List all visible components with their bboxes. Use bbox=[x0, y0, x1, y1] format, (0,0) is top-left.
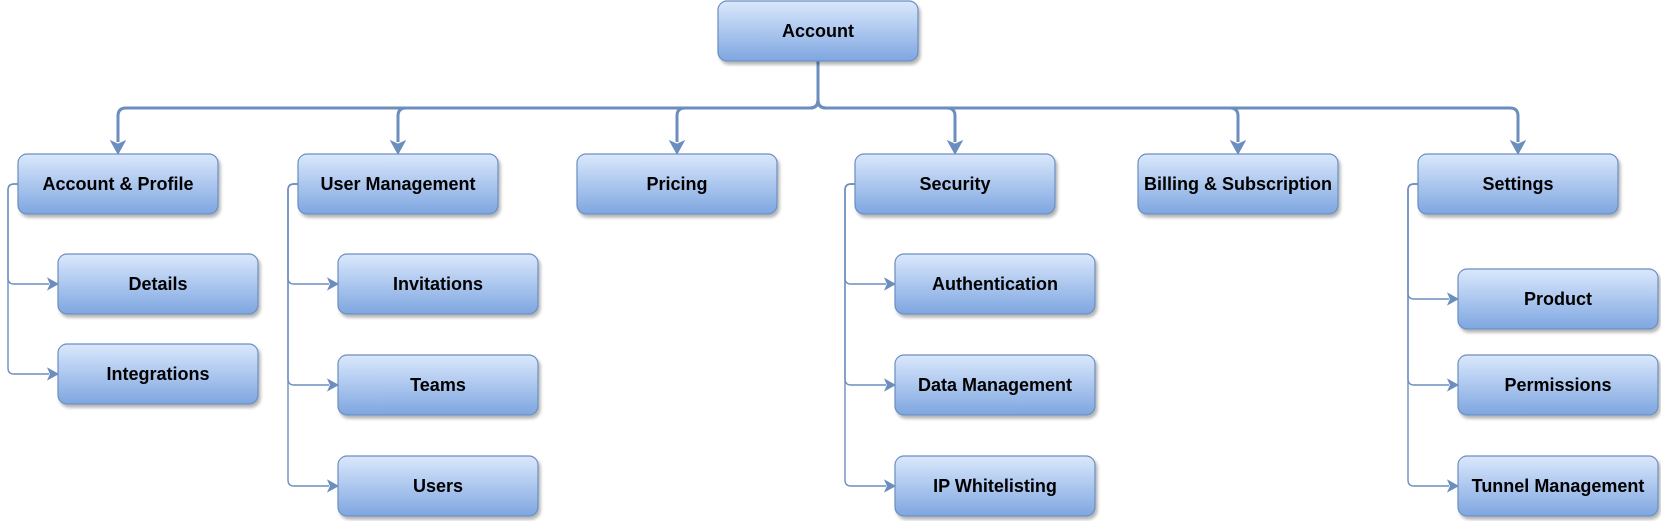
arrowhead-tunnel-management bbox=[1446, 479, 1460, 493]
root-node-account: Account bbox=[717, 0, 919, 62]
child-node-permissions: Permissions bbox=[1457, 354, 1659, 416]
child-node-invitations-label: Invitations bbox=[393, 274, 483, 294]
group-node-settings-label: Settings bbox=[1482, 174, 1553, 194]
child-node-data-management-box bbox=[894, 354, 1096, 416]
arrowhead-data-management bbox=[883, 378, 897, 392]
child-node-ip-whitelisting-box bbox=[894, 455, 1096, 517]
connector-root-to-settings bbox=[816, 61, 1520, 142]
group-node-account-and-profile-label: Account & Profile bbox=[42, 174, 193, 194]
group-node-user-management: User Management bbox=[297, 153, 499, 215]
connector-root-to-billing-and-subscription bbox=[816, 61, 1240, 142]
child-node-integrations-label: Integrations bbox=[106, 364, 209, 384]
child-node-product-box bbox=[1457, 268, 1659, 330]
connector-security-to-ip-whitelisting bbox=[844, 183, 886, 487]
group-node-billing-and-subscription: Billing & Subscription bbox=[1137, 153, 1339, 215]
group-node-account-and-profile-box bbox=[17, 153, 219, 215]
child-node-users-label: Users bbox=[413, 476, 463, 496]
connector-account-and-profile-to-integrations bbox=[7, 183, 49, 375]
root-node-account-box bbox=[717, 0, 919, 62]
child-node-authentication: Authentication bbox=[894, 253, 1096, 315]
connector-user-management-to-users bbox=[287, 183, 329, 487]
group-node-settings: Settings bbox=[1417, 153, 1619, 215]
child-node-authentication-label: Authentication bbox=[932, 274, 1058, 294]
child-node-ip-whitelisting-label: IP Whitelisting bbox=[933, 476, 1057, 496]
child-node-invitations-box bbox=[337, 253, 539, 315]
child-node-teams-box bbox=[337, 354, 539, 416]
arrowhead-account-and-profile bbox=[109, 139, 127, 156]
arrowhead-pricing bbox=[668, 139, 686, 156]
arrowhead-teams bbox=[326, 378, 340, 392]
child-node-tunnel-management-label: Tunnel Management bbox=[1472, 476, 1645, 496]
group-node-account-and-profile: Account & Profile bbox=[17, 153, 219, 215]
child-node-teams: Teams bbox=[337, 354, 539, 416]
child-node-data-management-label: Data Management bbox=[918, 375, 1072, 395]
child-node-teams-label: Teams bbox=[410, 375, 466, 395]
child-node-tunnel-management-box bbox=[1457, 455, 1659, 517]
arrowhead-details bbox=[46, 277, 60, 291]
arrowhead-users bbox=[326, 479, 340, 493]
child-node-users: Users bbox=[337, 455, 539, 517]
group-node-user-management-box bbox=[297, 153, 499, 215]
group-node-pricing-label: Pricing bbox=[646, 174, 707, 194]
child-node-invitations: Invitations bbox=[337, 253, 539, 315]
child-node-permissions-box bbox=[1457, 354, 1659, 416]
arrowhead-user-management bbox=[389, 139, 407, 156]
connector-root-to-account-and-profile bbox=[116, 61, 820, 142]
root-node-account-label: Account bbox=[782, 21, 854, 41]
child-node-details: Details bbox=[57, 253, 259, 315]
child-node-users-box bbox=[337, 455, 539, 517]
child-node-tunnel-management: Tunnel Management bbox=[1457, 455, 1659, 517]
group-node-user-management-label: User Management bbox=[320, 174, 475, 194]
child-node-integrations-box bbox=[57, 343, 259, 405]
connector-root-to-user-management bbox=[396, 61, 820, 142]
arrowhead-billing-and-subscription bbox=[1229, 139, 1247, 156]
child-node-data-management: Data Management bbox=[894, 354, 1096, 416]
child-node-product-label: Product bbox=[1524, 289, 1592, 309]
arrowhead-security bbox=[946, 139, 964, 156]
child-node-permissions-label: Permissions bbox=[1504, 375, 1611, 395]
group-node-billing-and-subscription-box bbox=[1137, 153, 1339, 215]
child-node-authentication-box bbox=[894, 253, 1096, 315]
group-node-pricing-box bbox=[576, 153, 778, 215]
group-node-security-box bbox=[854, 153, 1056, 215]
arrowhead-integrations bbox=[46, 367, 60, 381]
child-node-details-label: Details bbox=[128, 274, 187, 294]
group-node-security-label: Security bbox=[919, 174, 990, 194]
arrowhead-permissions bbox=[1446, 378, 1460, 392]
arrowhead-product bbox=[1446, 292, 1460, 306]
group-node-billing-and-subscription-label: Billing & Subscription bbox=[1144, 174, 1332, 194]
arrowhead-invitations bbox=[326, 277, 340, 291]
child-node-integrations: Integrations bbox=[57, 343, 259, 405]
group-node-security: Security bbox=[854, 153, 1056, 215]
group-node-pricing: Pricing bbox=[576, 153, 778, 215]
child-node-ip-whitelisting: IP Whitelisting bbox=[894, 455, 1096, 517]
arrowhead-settings bbox=[1509, 139, 1527, 156]
arrowhead-authentication bbox=[883, 277, 897, 291]
child-node-details-box bbox=[57, 253, 259, 315]
child-node-product: Product bbox=[1457, 268, 1659, 330]
connector-root-to-security bbox=[816, 61, 957, 142]
group-node-settings-box bbox=[1417, 153, 1619, 215]
connector-root-to-pricing bbox=[675, 61, 820, 142]
connectors bbox=[7, 61, 1527, 493]
connector-settings-to-tunnel-management bbox=[1407, 183, 1449, 487]
arrowhead-ip-whitelisting bbox=[883, 479, 897, 493]
